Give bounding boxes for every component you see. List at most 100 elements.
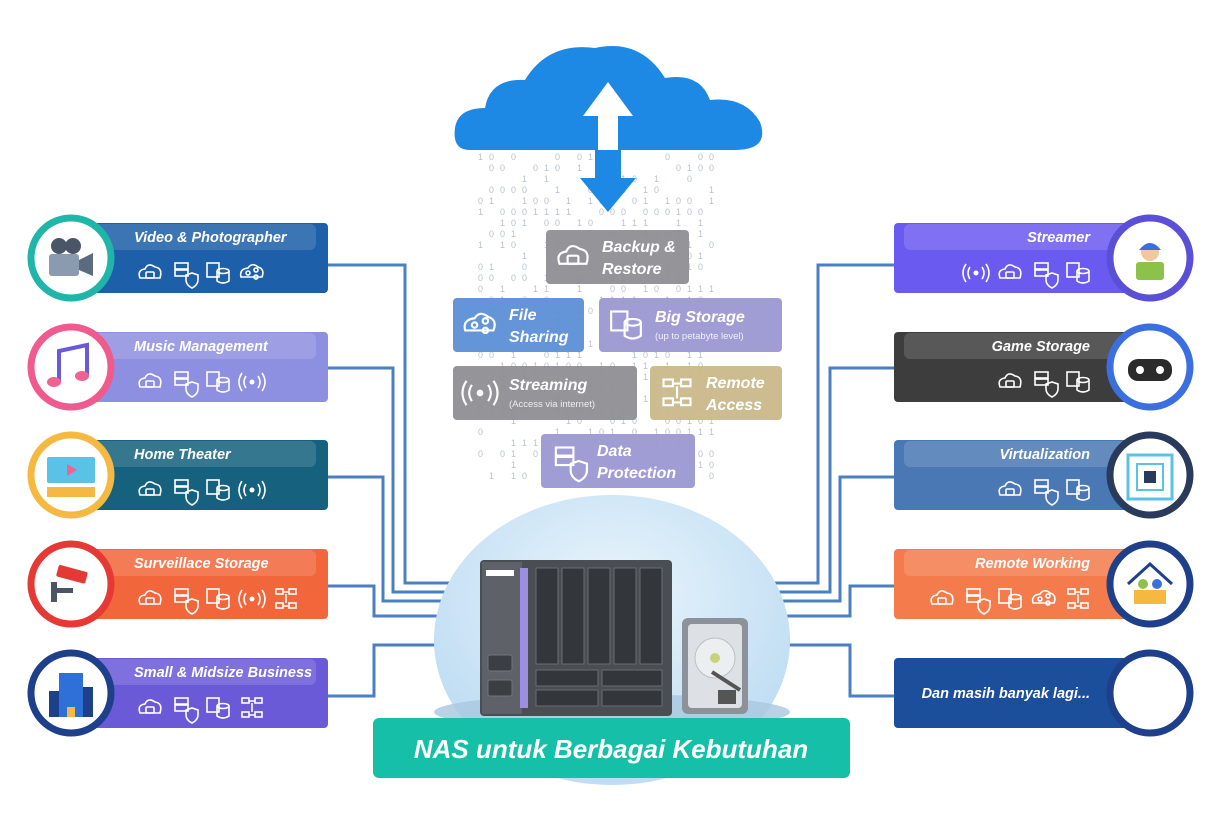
binary-digit: 0 [522,471,527,481]
binary-digit: 0 [610,416,615,426]
network-icon [275,588,297,609]
binary-digit: 0 [676,284,681,294]
up-down-arrow-icon [580,82,636,212]
binary-digit: 0 [643,350,648,360]
binary-digit: 1 [687,427,692,437]
binary-digit: 1 [654,350,659,360]
binary-digit: 1 [643,218,648,228]
binary-digit: 0 [500,229,505,239]
card-header [92,441,316,467]
binary-digit: 1 [709,416,714,426]
binary-digit: 1 [698,251,703,261]
binary-digit: 0 [522,273,527,283]
card-body [84,549,328,619]
binary-digit: 1 [687,416,692,426]
feature-tile: Big Storage(up to petabyte level) [599,298,782,352]
binary-digit: 1 [676,207,681,217]
office-building-icon [49,673,93,717]
feature-subtitle: (Access via internet) [509,399,595,410]
card-icon-ring [27,323,115,411]
binary-digit: 1 [544,284,549,294]
binary-digit: 1 [676,218,681,228]
binary-digit: 0 [555,163,560,173]
cloud-icon [454,46,763,212]
binary-digit: 1 [511,449,516,459]
binary-digit: 0 [478,449,483,459]
streamer-person-icon [1136,243,1164,280]
binary-digit: 1 [478,240,483,250]
binary-digit: 0 [698,416,703,426]
binary-digit: 0 [500,163,505,173]
binary-digit: 0 [555,218,560,228]
connector-line [770,584,896,618]
binary-digit: 1 [522,174,527,184]
broadcast-icon [238,372,266,392]
server-db-icon [610,310,642,340]
binary-digit: 0 [632,196,637,206]
binary-digit: 1 [511,460,516,470]
binary-digit: 1 [654,427,659,437]
card-title: Music Management [134,339,269,355]
server-icon [1034,262,1059,289]
binary-digit: 1 [522,251,527,261]
server-icon [174,371,199,398]
broadcast-icon [962,263,990,283]
binary-digit: 0 [709,449,714,459]
binary-digit: 0 [544,350,549,360]
binary-digit: 1 [489,196,494,206]
binary-digit: 1 [544,207,549,217]
connector-line [326,366,455,594]
binary-digit: 0 [621,284,626,294]
binary-digit: 0 [676,163,681,173]
database-icon [206,479,230,501]
binary-digit: 1 [522,196,527,206]
binary-digit: 0 [489,152,494,162]
binary-digit: 0 [544,196,549,206]
binary-digit: 1 [511,438,516,448]
card-title: Streamer [1027,230,1091,246]
database-icon [1066,479,1090,501]
binary-digit: 0 [676,196,681,206]
binary-digit: 0 [709,460,714,470]
card-body [84,440,328,510]
card-title: Video & Photographer [134,230,288,246]
share-cloud-icon [463,312,496,335]
card-body [84,332,328,402]
binary-digit: 0 [500,185,505,195]
feature-title-line2: Sharing [509,329,569,346]
network-icon [1067,588,1089,609]
card-header [904,333,1128,359]
server-icon [174,479,199,506]
binary-digit: 0 [632,427,637,437]
binary-digit: 1 [632,361,637,371]
binary-digit: 0 [654,284,659,294]
server-icon [174,588,199,615]
binary-digit: 0 [665,207,670,217]
broadcast-icon [461,380,499,406]
feature-title-line2: Access [705,397,762,414]
binary-digit: 1 [566,207,571,217]
card-title: Game Storage [992,339,1090,355]
card-header [92,659,316,685]
binary-digit: 1 [500,284,505,294]
binary-digit: 0 [489,229,494,239]
binary-digit: 0 [577,416,582,426]
binary-digit: 0 [588,306,593,316]
video-camera-icon [49,238,93,276]
binary-digit: 1 [621,218,626,228]
card-body [84,658,328,728]
binary-digit: 1 [588,427,593,437]
binary-digit: 0 [632,416,637,426]
binary-digit: 1 [665,196,670,206]
binary-digit: 1 [632,218,637,228]
binary-digit: 0 [676,416,681,426]
binary-digit: 0 [709,163,714,173]
use-case-card: Streamer [894,214,1194,302]
binary-digit: 0 [522,207,527,217]
connector-lines [326,263,896,698]
feature-subtitle: (up to petabyte level) [655,331,744,342]
binary-digit: 0 [588,218,593,228]
